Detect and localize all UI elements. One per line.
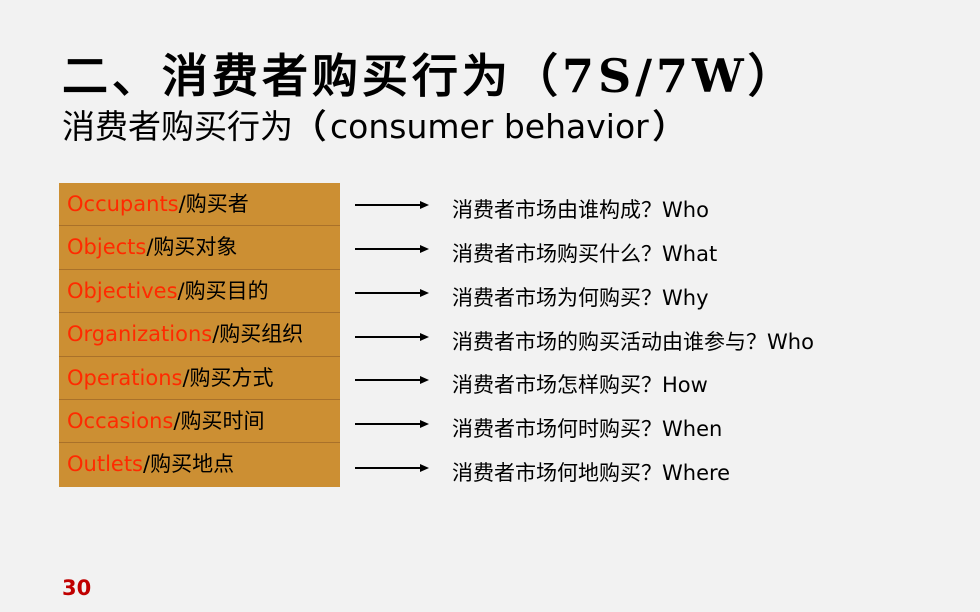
term-cn: /购买时间 — [173, 408, 265, 433]
slide-title: 二、消费者购买行为（7S/7W） — [62, 49, 798, 103]
table-row: Organizations/购买组织 — [59, 313, 340, 357]
right-arrow-icon — [355, 375, 429, 385]
subtitle-en: consumer behavior — [330, 107, 649, 146]
page-number: 30 — [62, 576, 92, 600]
subtitle-open-paren: （ — [293, 107, 326, 146]
right-arrow-icon — [355, 244, 429, 254]
right-arrow-icon — [355, 200, 429, 210]
term-en: Occupants — [67, 192, 179, 216]
term-cn: /购买对象 — [146, 235, 238, 260]
right-arrow-icon — [355, 332, 429, 342]
table-row: Objectives/购买目的 — [59, 270, 340, 314]
slide-subtitle: 消费者购买行为（consumer behavior） — [62, 104, 686, 150]
term-cn: /购买者 — [178, 192, 249, 216]
term-cn: /购买地点 — [143, 452, 235, 477]
term-cn: /购买目的 — [177, 278, 269, 303]
term-en: Objects — [67, 235, 147, 260]
right-arrow-icon — [355, 419, 429, 429]
question-text: 消费者市场何时购买？When — [452, 417, 723, 441]
term-en: Occasions — [67, 408, 174, 433]
term-en: Outlets — [67, 452, 144, 477]
seven-o-table: Occupants/购买者 Objects/购买对象 Objectives/购买… — [59, 183, 340, 487]
subtitle-cn: 消费者购买行为 — [62, 107, 293, 146]
term-en: Operations — [67, 365, 183, 390]
term-cn: /购买方式 — [182, 365, 274, 390]
question-text: 消费者市场为何购买？Why — [452, 286, 709, 310]
term-cn: /购买组织 — [212, 322, 304, 347]
subtitle-close-paren: ） — [652, 107, 686, 146]
table-row: Objects/购买对象 — [59, 226, 340, 270]
right-arrow-icon — [355, 288, 429, 298]
question-text: 消费者市场由谁构成？Who — [452, 198, 709, 222]
table-row: Operations/购买方式 — [59, 357, 340, 400]
table-row: Outlets/购买地点 — [59, 443, 340, 486]
question-text: 消费者市场的购买活动由谁参与？Who — [452, 330, 814, 354]
right-arrow-icon — [355, 463, 429, 473]
table-row: Occupants/购买者 — [59, 183, 340, 227]
question-text: 消费者市场购买什么？What — [452, 242, 718, 266]
term-en: Objectives — [67, 278, 178, 303]
table-row: Occasions/购买时间 — [59, 400, 340, 444]
question-text: 消费者市场怎样购买？How — [452, 373, 708, 397]
term-en: Organizations — [67, 322, 213, 347]
question-text: 消费者市场何地购买？Where — [452, 461, 731, 485]
